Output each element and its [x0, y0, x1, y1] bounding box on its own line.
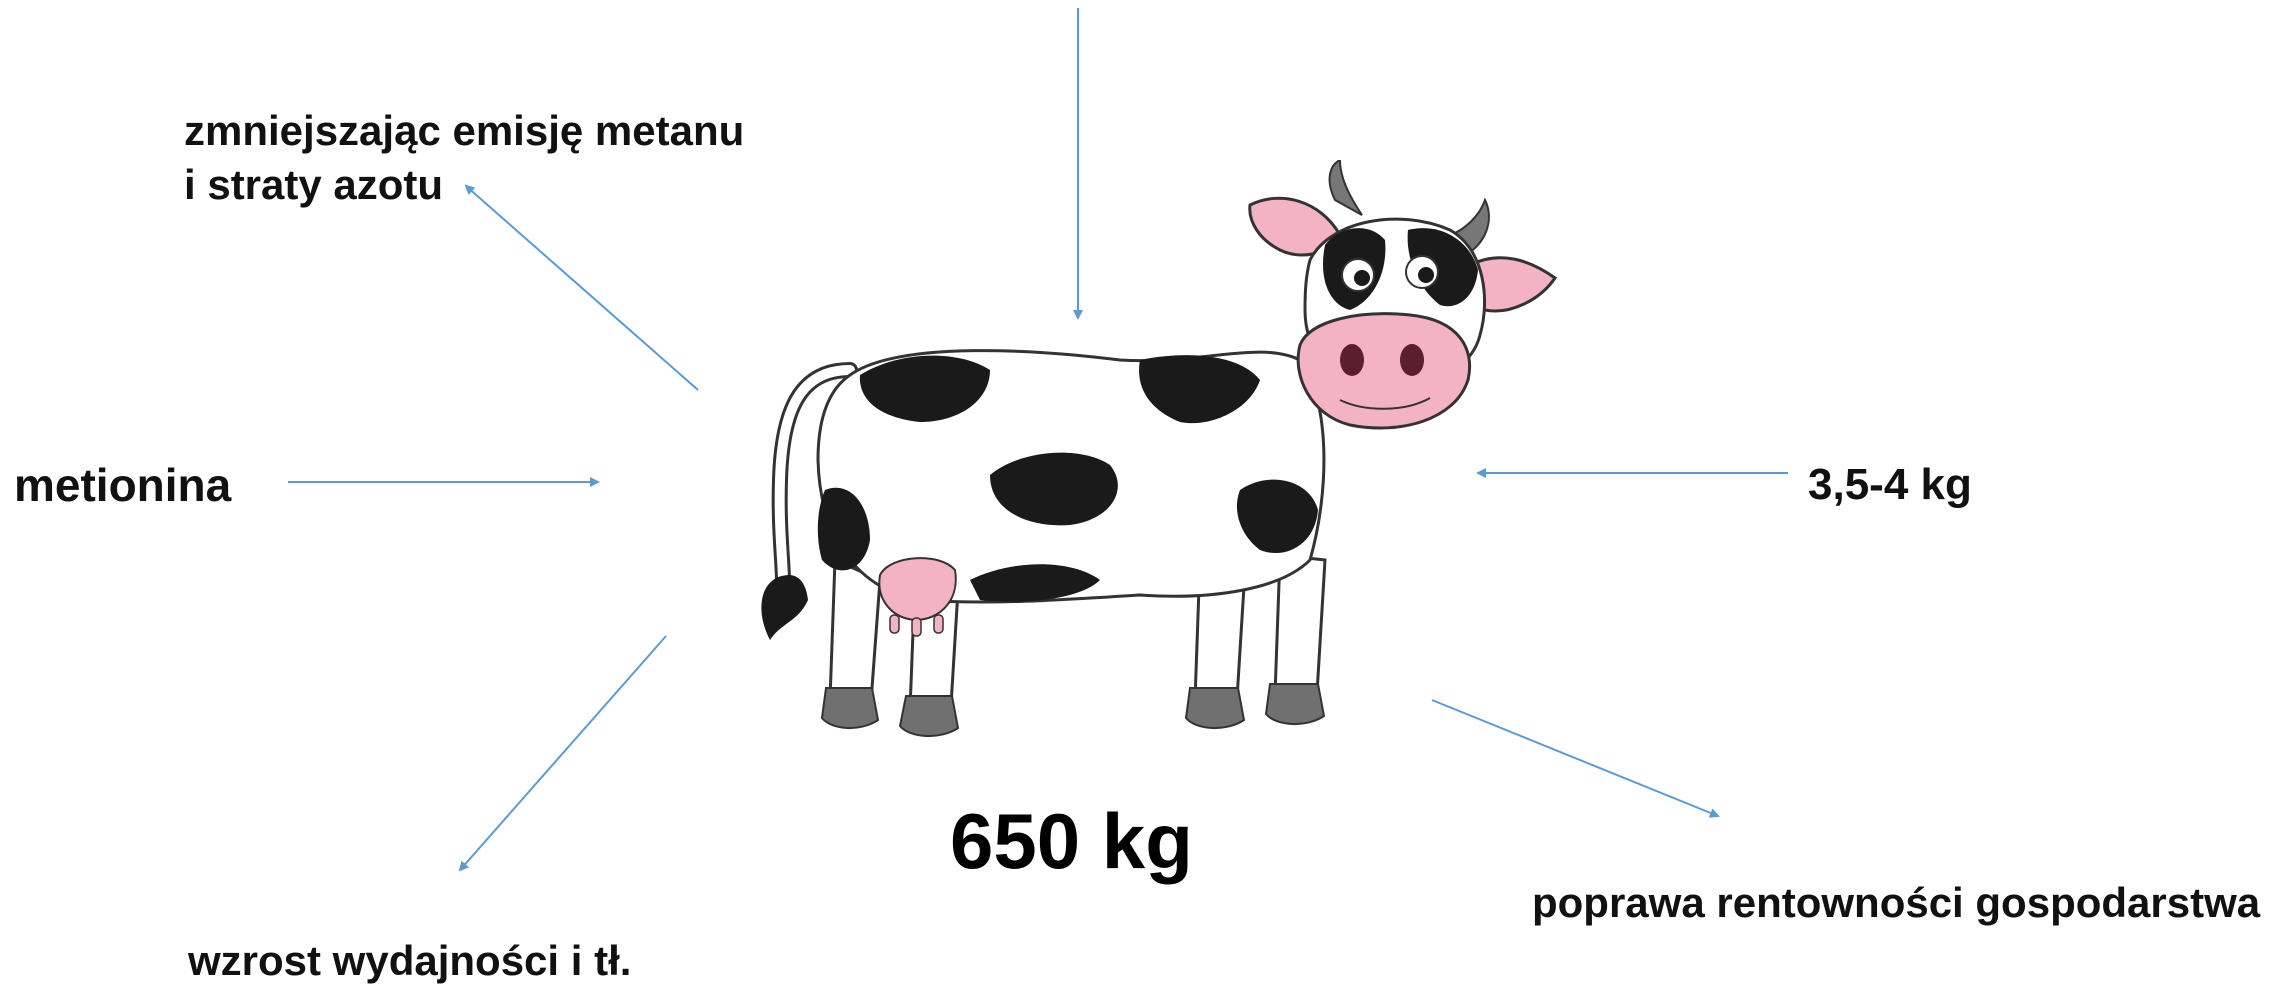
cow-hoof-1	[822, 688, 878, 728]
cow-teat-2	[912, 618, 921, 636]
arrow-yield	[460, 636, 666, 870]
cow-teat-1	[890, 615, 899, 633]
cow-muzzle	[1298, 314, 1469, 428]
cow-hoof-3	[1186, 688, 1244, 728]
cow-tail-tuft	[761, 575, 808, 640]
methionine-label: metionina	[14, 458, 231, 512]
profitability-label: poprawa rentowności gospodarstwa	[1532, 876, 2260, 930]
emissions-label-line2: i straty azotu	[184, 158, 744, 212]
cow-hoof-2	[900, 696, 958, 736]
cow-hoof-4	[1266, 684, 1324, 724]
cow-teat-3	[934, 615, 943, 633]
cow-nostril-left	[1340, 344, 1364, 376]
cow-nostril-right	[1400, 344, 1424, 376]
weight-label: 650 kg	[950, 796, 1193, 886]
arrow-emissions	[466, 186, 698, 390]
cow-illustration	[740, 160, 1570, 770]
dose-label: 3,5-4 kg	[1808, 458, 1972, 512]
emissions-label: zmniejszając emisję metanu i straty azot…	[184, 104, 744, 212]
emissions-label-line1: zmniejszając emisję metanu	[184, 104, 744, 158]
cow-horn-left	[1330, 160, 1362, 215]
yield-label: wzrost wydajności i tł.	[188, 934, 631, 988]
